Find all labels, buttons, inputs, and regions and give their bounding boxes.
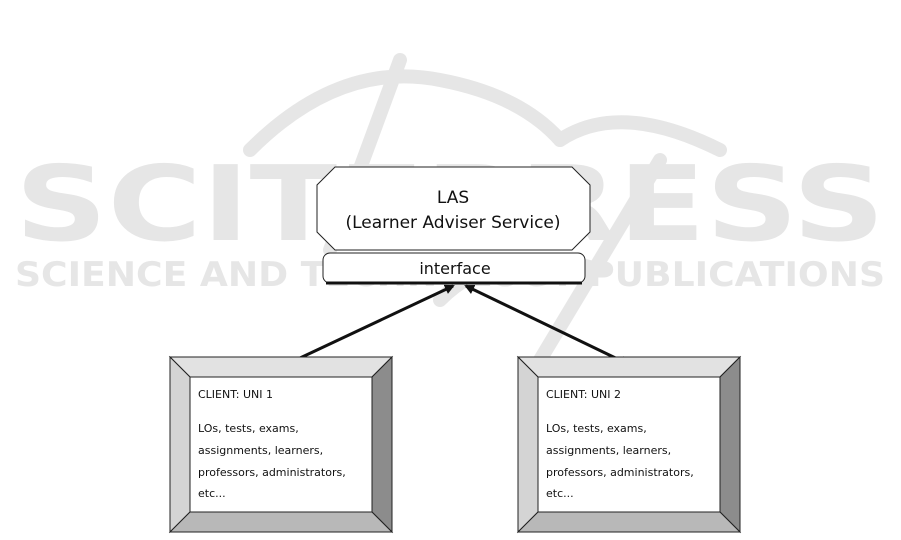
bevel-right [720,357,740,532]
bevel-left [170,357,190,532]
client-line: etc... [546,487,574,500]
bevel-bottom [518,512,740,532]
client-uni2-node: CLIENT: UNI 2 LOs, tests, exams, assignm… [518,357,740,532]
client-line: LOs, tests, exams, [198,422,299,435]
bevel-left [518,357,538,532]
interface-label: interface [419,259,490,278]
las-title: LAS [437,188,469,208]
client-line: etc... [198,487,226,500]
client-line: LOs, tests, exams, [546,422,647,435]
bevel-bottom [170,512,392,532]
bevel-top [518,357,740,377]
interface-node: interface [323,253,585,283]
las-shape [317,167,590,250]
arrow-interface-uni1 [283,286,453,366]
client-uni1-node: CLIENT: UNI 1 LOs, tests, exams, assignm… [170,357,392,532]
client-title: CLIENT: UNI 2 [546,388,621,401]
client-title: CLIENT: UNI 1 [198,388,273,401]
client-line: assignments, learners, [198,444,323,457]
bevel-top [170,357,392,377]
las-node: LAS (Learner Adviser Service) [317,167,590,250]
client-line: professors, administrators, [546,466,694,479]
las-subtitle: (Learner Adviser Service) [345,213,560,233]
client-line: assignments, learners, [546,444,671,457]
client-line: professors, administrators, [198,466,346,479]
bevel-right [372,357,392,532]
